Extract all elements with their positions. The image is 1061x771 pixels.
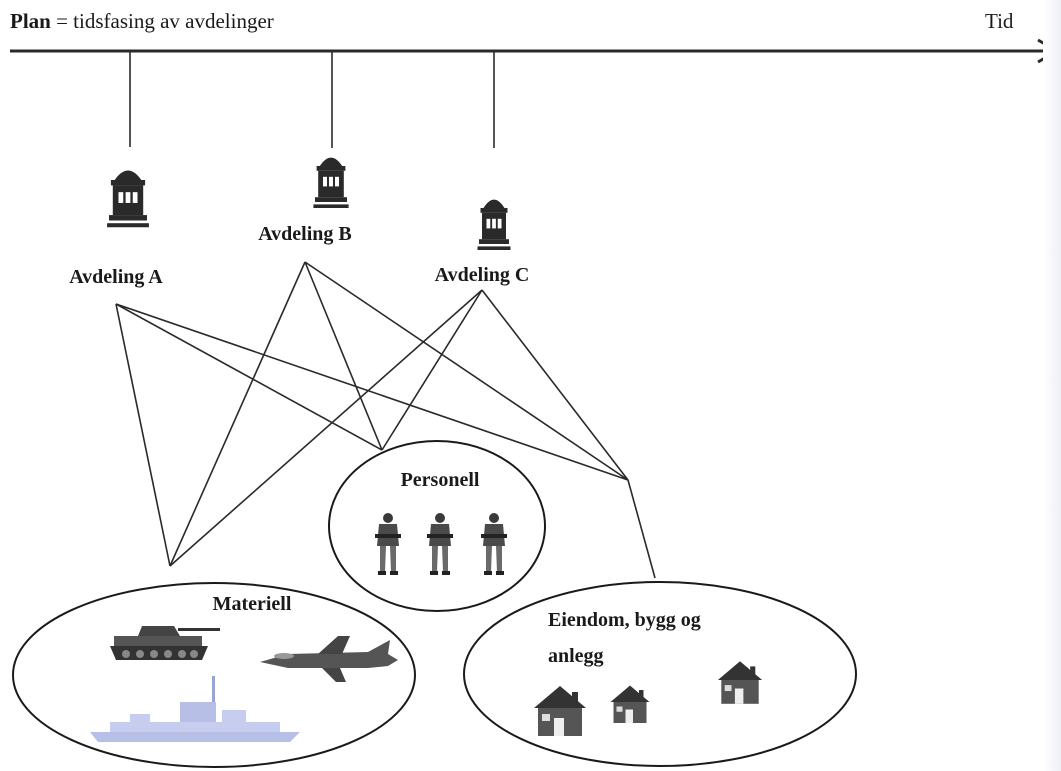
eiendom-label-line2: anlegg (548, 645, 604, 667)
department-a: Avdeling A (69, 170, 163, 288)
department-ticks (129, 51, 495, 148)
department-b-label: Avdeling B (258, 223, 352, 245)
plan-title-bold: Plan (10, 9, 51, 33)
link-eiendom-entry (627, 479, 656, 579)
materiell-ellipse (12, 582, 416, 768)
link-a-personell (115, 303, 383, 451)
personell-label: Personell (401, 469, 480, 491)
time-axis (10, 38, 1060, 64)
department-c: Avdeling C (435, 199, 530, 286)
time-label: Tid (985, 9, 1014, 33)
warship-icon (90, 676, 300, 742)
building-icon (313, 157, 349, 208)
link-b-materiell (169, 261, 306, 567)
link-c-eiendom (481, 289, 629, 481)
department-a-label: Avdeling A (69, 266, 163, 288)
eiendom-group: Eiendom, bygg og anlegg (463, 581, 857, 767)
link-a-materiell (115, 303, 171, 567)
link-c-personell (381, 289, 483, 451)
plan-title-rest: = tidsfasing av avdelinger (51, 9, 274, 33)
personell-group: Personell (328, 440, 546, 612)
materiell-label: Materiell (213, 593, 292, 615)
building-icon (477, 199, 511, 250)
materiell-group: Materiell (12, 582, 416, 768)
building-icon (107, 170, 149, 228)
link-c-materiell (169, 289, 483, 567)
link-a-eiendom (115, 303, 629, 481)
link-b-eiendom (304, 261, 629, 481)
connector-lines (115, 261, 656, 579)
department-c-label: Avdeling C (435, 264, 530, 286)
eiendom-label-line1: Eiendom, bygg og (548, 609, 701, 631)
page-edge (1043, 0, 1061, 771)
link-b-personell (304, 261, 383, 451)
plan-title: Plan = tidsfasing av avdelinger (10, 9, 274, 33)
fighter-jet-icon (260, 636, 398, 682)
tank-icon (110, 626, 220, 660)
department-b: Avdeling B (258, 157, 352, 245)
